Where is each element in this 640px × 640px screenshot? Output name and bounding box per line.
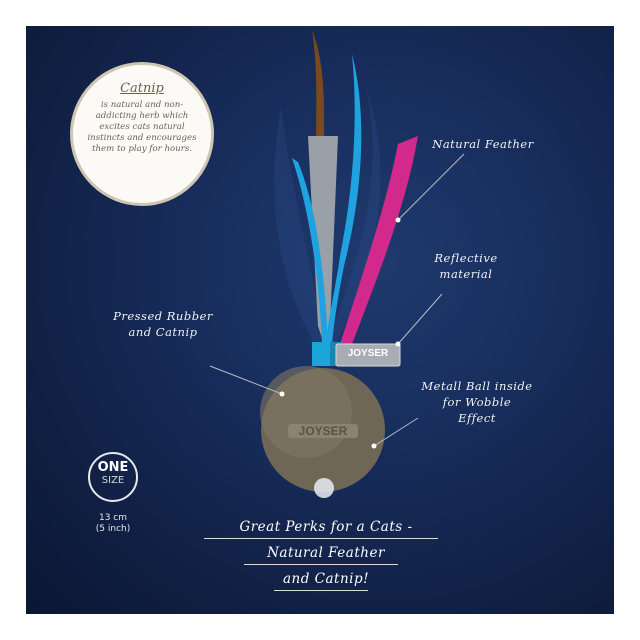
one-size-badge: ONE SIZE xyxy=(88,452,138,502)
perks-line-2: Natural Feather xyxy=(267,545,385,561)
label-metal-ball: Metall Ball inside for Wobble Effect xyxy=(421,379,533,425)
size-cm: 13 cm xyxy=(98,513,128,523)
catnip-title: Catnip xyxy=(120,81,164,96)
perks-line-3: and Catnip! xyxy=(282,571,370,587)
catnip-info-circle: Catnip is natural and non-addicting herb… xyxy=(70,62,214,206)
reflective-tag-text: JOYSER xyxy=(347,348,389,359)
catnip-description: is natural and non-addicting herb which … xyxy=(87,100,197,154)
feather-gray xyxy=(308,136,338,344)
perks-underline-1 xyxy=(204,538,438,539)
perks-line-1: Great Perks for a Cats - xyxy=(239,519,413,535)
label-natural-feather: Natural Feather xyxy=(432,137,534,151)
one-size-bottom: SIZE xyxy=(101,475,125,486)
perks-underline-3 xyxy=(274,590,368,591)
toy-ball-highlight xyxy=(260,366,352,458)
product-panel: JOYSER JOYSER Catnip is natural and non-… xyxy=(26,26,614,614)
ball-brand-text: JOYSER xyxy=(288,424,358,438)
label-reflective-material: Reflective material xyxy=(434,251,498,281)
feather-shadow-right xyxy=(326,86,381,348)
feather-blue-left xyxy=(292,158,328,342)
perks-underline-2 xyxy=(244,564,398,565)
reflective-tag xyxy=(335,343,401,367)
toy-ball-bottom-light xyxy=(314,478,334,498)
feather-pink xyxy=(340,136,418,344)
size-inch: (5 inch) xyxy=(95,524,131,534)
feather-shadow-left xyxy=(274,106,326,346)
label-pressed-rubber: Pressed Rubber and Catnip xyxy=(113,309,213,339)
one-size-top: ONE xyxy=(97,460,129,475)
feather-blue-right xyxy=(326,54,362,344)
